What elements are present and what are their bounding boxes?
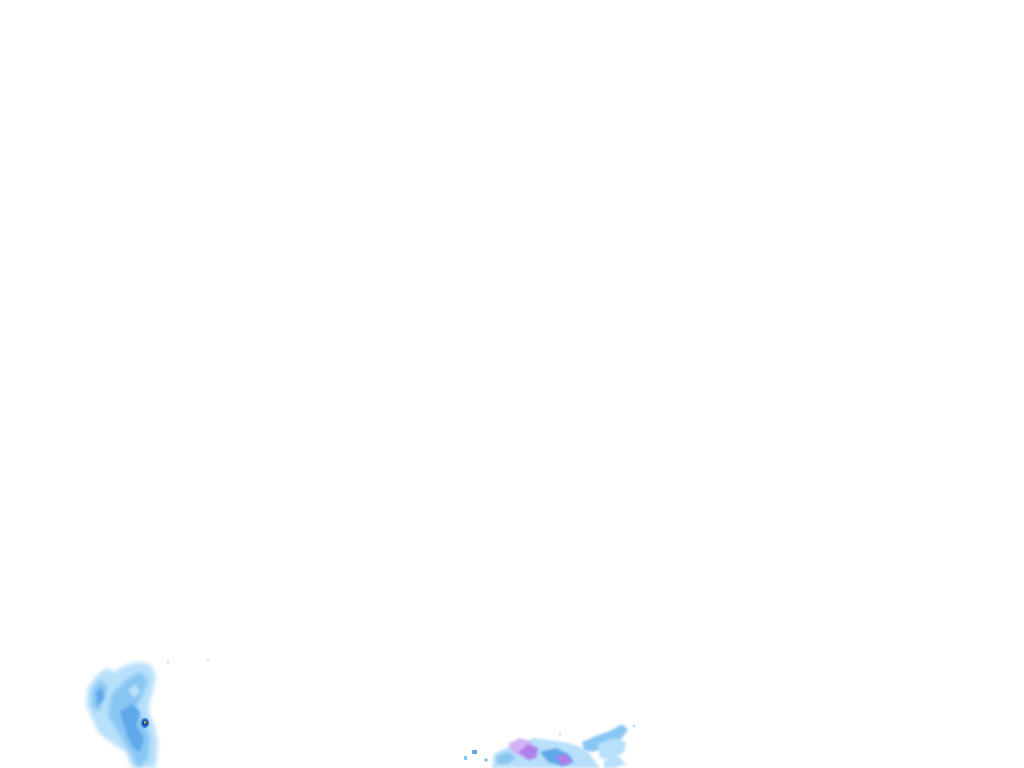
- precipitation-cell-west: [86, 659, 209, 768]
- precipitation-band-south: [464, 724, 636, 768]
